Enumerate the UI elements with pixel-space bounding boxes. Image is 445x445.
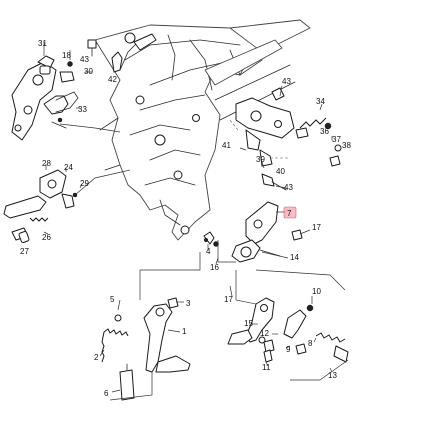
callout-37: 37 <box>332 135 341 144</box>
left-footrest-and-pedal <box>3 169 78 244</box>
right-footrest-assembly <box>203 201 303 263</box>
callout-26: 26 <box>42 233 51 242</box>
callout-27: 27 <box>20 247 29 256</box>
callout-13: 13 <box>328 371 337 380</box>
callout-3: 3 <box>186 299 191 308</box>
callout-43-right: 43 <box>284 183 293 192</box>
callout-38: 38 <box>342 141 351 150</box>
right-footrest-bracket <box>235 87 342 191</box>
main-frame <box>94 19 311 241</box>
callout-6: 6 <box>104 389 109 398</box>
callout-4: 4 <box>206 247 211 256</box>
callout-1: 1 <box>182 327 187 336</box>
callout-24: 24 <box>64 163 73 172</box>
callout-33: 33 <box>78 105 87 114</box>
callout-9: 9 <box>286 345 291 354</box>
sidestand-assembly <box>101 297 191 401</box>
callout-17-lower: 17 <box>224 295 233 304</box>
callout-14: 14 <box>290 253 299 262</box>
callout-5: 5 <box>110 295 115 304</box>
callout-7: 7 <box>287 209 292 218</box>
callout-30: 30 <box>84 67 93 76</box>
callout-43-upper-right: 43 <box>282 77 291 86</box>
callout-8: 8 <box>308 339 313 348</box>
callout-43-top: 43 <box>80 55 89 64</box>
callout-42: 42 <box>108 75 117 84</box>
callout-17-upper: 17 <box>312 223 321 232</box>
callout-16: 16 <box>210 263 219 272</box>
right-pedal-assembly <box>227 297 349 363</box>
top-bolts <box>87 32 157 73</box>
callout-36: 36 <box>320 127 329 136</box>
callout-39: 39 <box>256 155 265 164</box>
callout-31: 31 <box>38 39 47 48</box>
highlight-part-7 <box>283 206 297 219</box>
leader-lines <box>43 42 349 401</box>
callout-10: 10 <box>312 287 321 296</box>
callout-2: 2 <box>94 353 99 362</box>
callout-18: 18 <box>62 51 71 60</box>
callout-15: 15 <box>244 319 253 328</box>
callout-41: 41 <box>222 141 231 150</box>
callout-11: 11 <box>262 363 271 372</box>
callout-12: 12 <box>260 329 269 338</box>
callout-40: 40 <box>276 167 285 176</box>
callout-29: 29 <box>80 179 89 188</box>
callout-labels: 31 18 43 30 42 33 28 24 29 26 27 43 34 3… <box>20 39 351 398</box>
callout-34: 34 <box>316 97 325 106</box>
left-footrest-bracket-assembly <box>11 55 79 141</box>
callout-28: 28 <box>42 159 51 168</box>
